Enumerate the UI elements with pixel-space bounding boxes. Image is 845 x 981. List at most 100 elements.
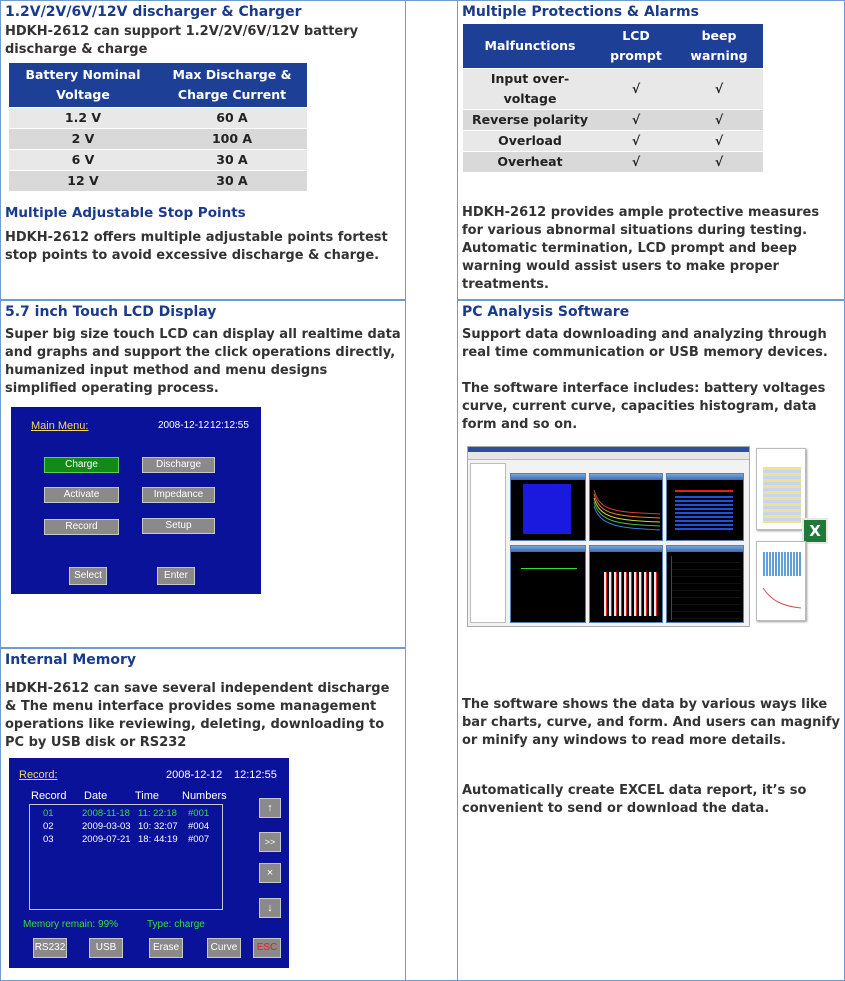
col-time: Time bbox=[135, 790, 160, 802]
table-cell: √ bbox=[675, 68, 763, 110]
excel-chart-bars bbox=[763, 552, 801, 576]
select-button[interactable]: Select bbox=[69, 567, 107, 585]
next-page-button[interactable]: >> bbox=[259, 832, 281, 852]
discharger-section: 1.2V/2V/6V/12V discharger & Charger HDKH… bbox=[0, 0, 406, 300]
delete-button[interactable]: × bbox=[259, 863, 281, 883]
record-button[interactable]: Record bbox=[44, 519, 119, 535]
table-header: Battery Nominal Voltage bbox=[9, 63, 157, 108]
divider-column bbox=[406, 0, 457, 981]
table-cell: 100 A bbox=[157, 128, 307, 150]
main-menu-title: Main Menu: bbox=[31, 420, 89, 432]
record-number-cell: #001 bbox=[188, 808, 210, 819]
excel-icon: X bbox=[802, 518, 828, 544]
memory-remain-label: Memory remain: 99% bbox=[23, 919, 119, 930]
protections-text: HDKH-2612 provides ample protective meas… bbox=[462, 205, 820, 292]
record-id: 02 bbox=[43, 821, 54, 832]
histogram-window bbox=[589, 545, 663, 623]
software-section: PC Analysis Software Support data downlo… bbox=[457, 300, 845, 981]
software-title: PC Analysis Software bbox=[462, 304, 630, 320]
discharger-title: 1.2V/2V/6V/12V discharger & Charger bbox=[5, 4, 302, 20]
current-chart-window bbox=[510, 473, 586, 541]
software-text-1: Support data downloading and analyzing t… bbox=[462, 327, 828, 360]
record-id: 01 bbox=[43, 808, 54, 819]
table-cell: 30 A bbox=[157, 170, 307, 191]
impedance-button[interactable]: Impedance bbox=[142, 487, 215, 503]
data-form-window bbox=[666, 545, 744, 623]
lcd-section: 5.7 inch Touch LCD Display Super big siz… bbox=[0, 300, 406, 648]
setup-button[interactable]: Setup bbox=[142, 518, 215, 534]
record-screen: Record: 2008-12-12 12:12:55 Record Date … bbox=[9, 758, 289, 968]
table-cell: Input over-voltage bbox=[463, 68, 597, 110]
table-cell: √ bbox=[675, 151, 763, 172]
esc-button[interactable]: ESC bbox=[253, 938, 281, 958]
curve-button[interactable]: Curve bbox=[207, 938, 241, 958]
table-cell: √ bbox=[597, 109, 675, 131]
software-screenshot bbox=[467, 446, 750, 627]
erase-button[interactable]: Erase bbox=[149, 938, 183, 958]
table-header: beep warning bbox=[675, 24, 763, 69]
table-cell: √ bbox=[597, 130, 675, 152]
usb-button[interactable]: USB bbox=[89, 938, 123, 958]
main-menu-screen: Main Menu: 2008-12-12 12:12:55 Charge Di… bbox=[11, 407, 261, 594]
table-cell: 1.2 V bbox=[9, 107, 157, 129]
data-form-rows bbox=[671, 556, 741, 620]
table-cell: 30 A bbox=[157, 149, 307, 171]
software-menubar bbox=[468, 452, 749, 460]
excel-report-grid bbox=[763, 467, 801, 523]
col-numbers: Numbers bbox=[182, 790, 227, 802]
scroll-down-button[interactable]: ↓ bbox=[259, 898, 281, 918]
bars-blue-block bbox=[675, 496, 733, 532]
table-cell: Overload bbox=[463, 130, 597, 152]
lcd-title: 5.7 inch Touch LCD Display bbox=[5, 304, 217, 320]
record-date-cell: 2009-07-21 bbox=[82, 834, 131, 845]
record-time-cell: 10: 32:07 bbox=[138, 821, 178, 832]
excel-report-table bbox=[756, 448, 806, 530]
memory-text: HDKH-2612 can save several independent d… bbox=[5, 681, 390, 750]
record-list[interactable] bbox=[29, 804, 223, 910]
record-date: 2008-12-12 bbox=[166, 769, 223, 781]
table-header: LCD prompt bbox=[597, 24, 675, 69]
bars-red-line bbox=[675, 490, 733, 492]
protections-title: Multiple Protections & Alarms bbox=[462, 4, 699, 20]
discharger-text: HDKH-2612 can support 1.2V/2V/6V/12V bat… bbox=[5, 24, 359, 57]
software-sidebar bbox=[470, 463, 506, 623]
menu-date: 2008-12-12 bbox=[158, 420, 210, 431]
bars-chart-window bbox=[666, 473, 744, 541]
voltage-current-table: Battery Nominal Voltage Max Discharge & … bbox=[9, 63, 307, 191]
histogram-bars bbox=[604, 572, 658, 616]
scroll-up-button[interactable]: ↑ bbox=[259, 798, 281, 818]
stop-points-text: HDKH-2612 offers multiple adjustable poi… bbox=[5, 230, 388, 263]
table-header: Malfunctions bbox=[463, 24, 597, 69]
lcd-text: Super big size touch LCD can display all… bbox=[5, 327, 401, 396]
enter-button[interactable]: Enter bbox=[157, 567, 195, 585]
current-chart-plot bbox=[523, 484, 571, 534]
activate-button[interactable]: Activate bbox=[44, 487, 119, 503]
record-number-cell: #007 bbox=[188, 834, 210, 845]
curve-chart-plot bbox=[593, 489, 661, 531]
rs232-button[interactable]: RS232 bbox=[33, 938, 67, 958]
record-date-cell: 2009-03-03 bbox=[82, 821, 131, 832]
software-text-4: Automatically create EXCEL data report, … bbox=[462, 783, 807, 816]
memory-title: Internal Memory bbox=[5, 652, 137, 668]
software-text-3: The software shows the data by various w… bbox=[462, 697, 840, 748]
charge-button[interactable]: Charge bbox=[44, 457, 119, 473]
col-record: Record bbox=[31, 790, 67, 802]
curve-chart-window bbox=[589, 473, 663, 541]
table-header: Max Discharge & Charge Current bbox=[157, 63, 307, 108]
protections-section: Multiple Protections & Alarms Malfunctio… bbox=[457, 0, 845, 300]
table-cell: √ bbox=[675, 109, 763, 131]
record-time: 12:12:55 bbox=[234, 769, 277, 781]
protections-table: Malfunctions LCD prompt beep warning Inp… bbox=[463, 24, 763, 172]
table-cell: 60 A bbox=[157, 107, 307, 129]
record-id: 03 bbox=[43, 834, 54, 845]
table-cell: 6 V bbox=[9, 149, 157, 171]
record-title: Record: bbox=[19, 769, 58, 781]
memory-section: Internal Memory HDKH-2612 can save sever… bbox=[0, 648, 406, 981]
discharge-button[interactable]: Discharge bbox=[142, 457, 215, 473]
excel-chart-curve bbox=[762, 587, 802, 609]
voltage-chart-window bbox=[510, 545, 586, 623]
table-cell: √ bbox=[597, 68, 675, 110]
